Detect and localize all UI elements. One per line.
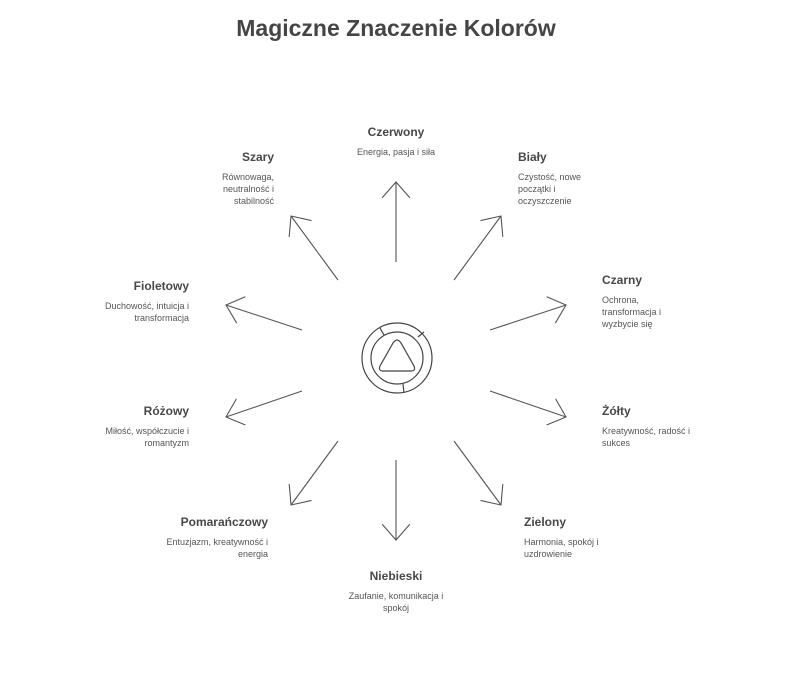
color-name: Zielony <box>524 515 567 529</box>
color-item-szary: Szary Równowaga, neutralność i stabilnoś… <box>204 150 274 207</box>
color-meaning: Duchowość, intuicja i transformacja <box>104 301 189 323</box>
color-name: Biały <box>518 150 547 164</box>
center-symbol <box>361 322 433 394</box>
color-item-fioletowy: Fioletowy Duchowość, intuicja i transfor… <box>74 279 189 324</box>
arrow-niebieski <box>381 460 411 541</box>
color-name: Niebieski <box>369 569 423 583</box>
color-name: Czarny <box>602 273 643 287</box>
color-meaning: Miłość, współczucie i romantyzm <box>105 426 189 448</box>
arrow-zielony <box>453 440 504 506</box>
arrow-czarny <box>489 296 567 331</box>
arrow-szary <box>288 215 339 281</box>
color-name: Fioletowy <box>133 279 189 293</box>
color-name: Szary <box>241 150 274 164</box>
color-meaning: Ochrona, transformacja i wyzbycie się <box>602 295 662 329</box>
color-meaning: Równowaga, neutralność i stabilność <box>221 172 274 206</box>
color-item-zielony: Zielony Harmonia, spokój i uzdrowienie <box>524 515 619 560</box>
color-item-rozowy: Różowy Miłość, współczucie i romantyzm <box>74 404 189 449</box>
color-item-pomaranczowy: Pomarańczowy Entuzjazm, kreatywność i en… <box>153 515 268 560</box>
arrow-fioletowy <box>225 296 303 331</box>
color-item-bialy: Biały Czystość, nowe początki i oczyszcz… <box>518 150 598 207</box>
color-name: Żółty <box>602 404 631 418</box>
arrow-żółty <box>489 390 567 426</box>
diagram-title: Magiczne Znaczenie Kolorów <box>236 15 556 41</box>
arrow-pomarańczowy <box>288 440 339 506</box>
color-item-czerwony: Czerwony Energia, pasja i siła <box>331 125 461 158</box>
color-name: Czerwony <box>367 125 425 139</box>
arrow-biały <box>453 215 504 281</box>
color-meaning: Energia, pasja i siła <box>356 147 436 157</box>
color-meaning: Zaufanie, komunikacja i spokój <box>348 591 444 613</box>
color-item-czarny: Czarny Ochrona, transformacja i wyzbycie… <box>602 273 682 330</box>
color-meaning: Entuzjazm, kreatywność i energia <box>166 537 268 559</box>
color-meaning: Harmonia, spokój i uzdrowienie <box>524 537 599 559</box>
color-name: Różowy <box>143 404 189 418</box>
color-item-niebieski: Niebieski Zaufanie, komunikacja i spokój <box>336 569 456 614</box>
arrow-różowy <box>225 390 303 426</box>
color-name: Pomarańczowy <box>180 515 268 529</box>
color-meaning: Kreatywność, radość i sukces <box>602 426 691 448</box>
color-meaning: Czystość, nowe początki i oczyszczenie <box>518 172 582 206</box>
arrow-czerwony <box>381 181 411 262</box>
color-item-zolty: Żółty Kreatywność, radość i sukces <box>602 404 712 449</box>
